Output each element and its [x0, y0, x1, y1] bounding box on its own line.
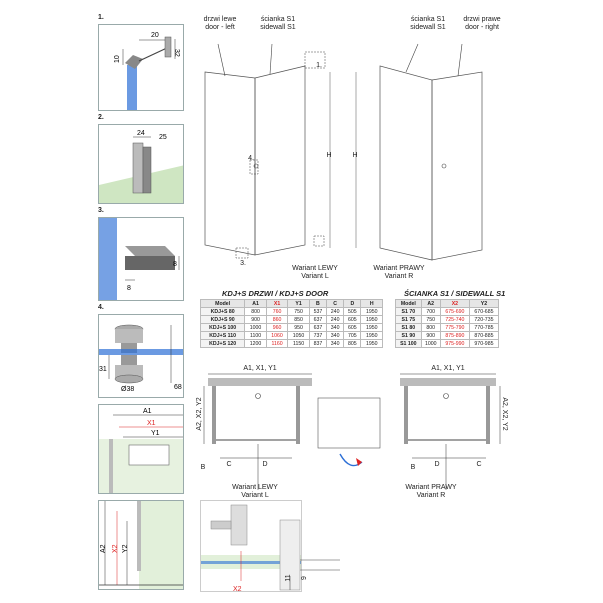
detail-number: 4.	[98, 304, 104, 311]
dim-x1: X1	[147, 420, 156, 427]
value-cell: 1000	[420, 339, 441, 348]
plan-left-d: D	[262, 461, 268, 468]
plan-left-c: C	[226, 461, 232, 468]
marker-1: 1.	[316, 62, 322, 69]
detail-number: 3.	[98, 207, 104, 214]
label-door-left: drzwi lewe door - left	[203, 16, 237, 31]
detail-2-panel: 24 25	[98, 124, 184, 204]
wall-table-title: ŚCIANKA S1 / SIDEWALL S1	[404, 289, 506, 298]
plan-left-b: B	[200, 464, 206, 471]
dim-x2: X2	[112, 544, 119, 553]
model-cell: KDJ+S 120	[199, 339, 246, 348]
detail-5-drawing: A1 X1 Y1	[99, 408, 183, 493]
plan-left-caption: Wariant LEWY Variant L	[232, 484, 278, 499]
dim-a1: A1	[143, 408, 152, 415]
detail-3-panel: 8 8	[98, 217, 184, 301]
caption-variant-right: Wariant PRAWY Variant R	[373, 265, 425, 280]
detail-6-drawing: A2 X2 Y2	[99, 501, 183, 589]
dim-10: 10	[114, 55, 121, 63]
detail-2-drawing: 24 25	[99, 130, 183, 203]
plan-right-top-dims: A1, X1, Y1	[431, 365, 465, 372]
height-label-right: H	[352, 152, 358, 159]
detail-4-panel: 31 68 Ø38	[98, 314, 184, 398]
bottom-dim-x2: X2	[233, 586, 242, 592]
dim-y2: Y2	[122, 544, 129, 553]
detail-1-panel: 20 10 32	[98, 24, 184, 111]
value-cell: 970-985	[468, 339, 500, 348]
detail-number: 1.	[98, 14, 104, 21]
value-cell: 1950	[360, 339, 383, 348]
plan-right-b: B	[410, 464, 416, 471]
dim-a2: A2	[100, 544, 107, 553]
dim-diameter-38: Ø38	[121, 386, 134, 393]
dim-31: 31	[99, 366, 107, 373]
dim-8-vertical: 8	[173, 261, 177, 268]
label-sidewall-right: ścianka S1 sidewall S1	[410, 16, 446, 31]
value-cell: 805	[343, 339, 362, 348]
plan-right-c: C	[476, 461, 482, 468]
dim-68: 68	[174, 384, 182, 391]
height-label-left: H	[326, 152, 332, 159]
bottom-dim-9: 9	[301, 576, 308, 580]
detail-number: 2.	[98, 114, 104, 121]
label-sidewall-left: ścianka S1 sidewall S1	[260, 16, 296, 31]
plan-right-caption: Wariant PRAWY Variant R	[405, 484, 457, 499]
dim-24: 24	[137, 130, 145, 137]
marker-4: 4.	[248, 155, 254, 162]
marker-3: 3.	[240, 260, 246, 267]
plan-left-top-dims: A1, X1, Y1	[243, 365, 277, 372]
detail-1-drawing: 20 10 32	[114, 32, 180, 110]
detail-6-panel: A2 X2 Y2	[98, 500, 184, 590]
detail-3-drawing: 8 8	[99, 218, 180, 300]
caption-variant-left: Wariant LEWY Variant L	[292, 265, 338, 280]
dim-32: 32	[173, 49, 180, 57]
dim-y1: Y1	[151, 430, 160, 437]
dim-20: 20	[151, 32, 159, 39]
label-door-right: drzwi prawe door - right	[463, 16, 501, 31]
bottom-detail-drawing: X2	[201, 504, 301, 592]
detail-5-panel: A1 X1 Y1	[98, 404, 184, 494]
detail-4-drawing: 31 68 Ø38	[99, 324, 183, 393]
door-table-title: KDJ+S DRZWI / KDJ+S DOOR	[222, 289, 329, 298]
plan-right-d: D	[434, 461, 440, 468]
dim-25: 25	[159, 134, 167, 141]
bottom-dim-11: 11	[285, 574, 292, 582]
dim-8-horizontal: 8	[127, 285, 131, 292]
